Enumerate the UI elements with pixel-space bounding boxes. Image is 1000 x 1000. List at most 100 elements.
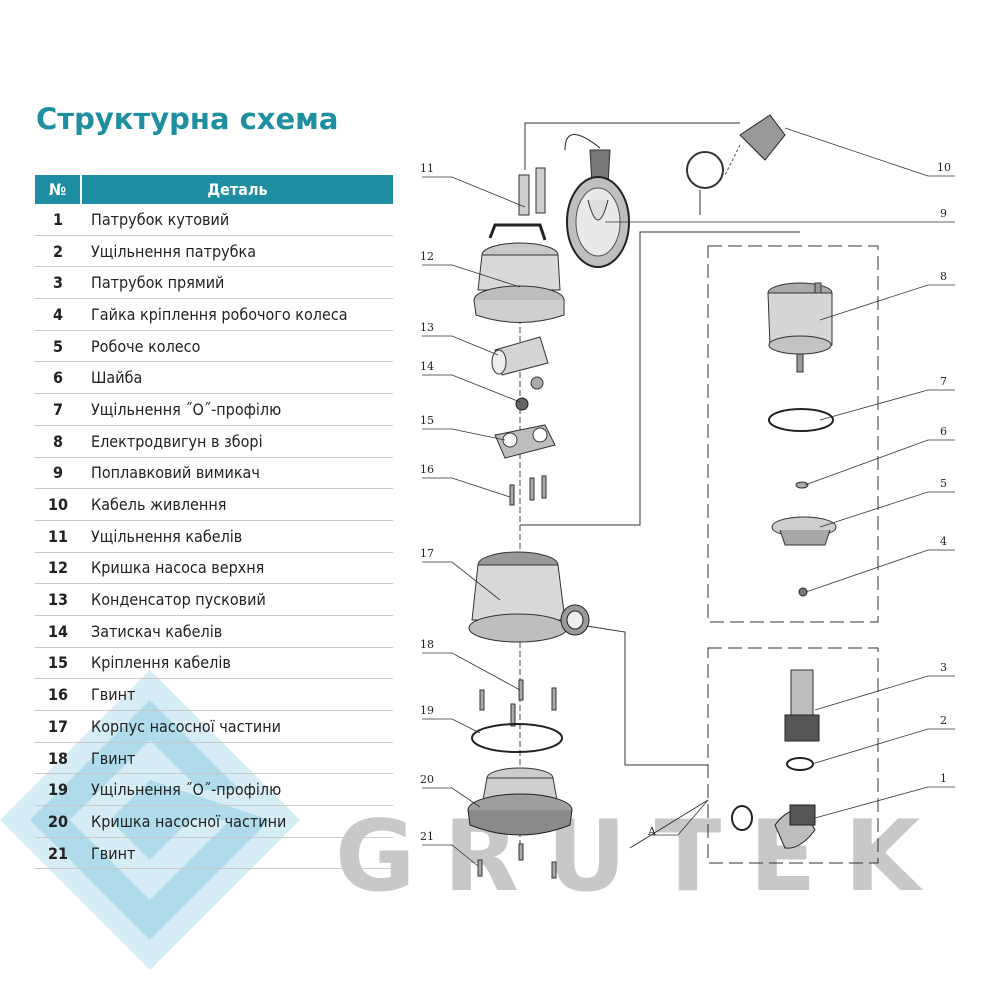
o-ring-7-part <box>768 408 834 432</box>
row-number: 13 <box>35 583 81 616</box>
row-part-name: Шайба <box>81 361 393 395</box>
pump-housing-part <box>468 551 590 643</box>
row-number: 9 <box>35 457 81 490</box>
row-number: 14 <box>35 615 81 648</box>
label-4: 4 <box>940 535 947 548</box>
label-21: 21 <box>420 830 434 843</box>
header-part: Деталь <box>81 175 393 204</box>
label-2: 2 <box>940 714 947 727</box>
row-part-name: Робоче колесо <box>81 330 393 363</box>
label-15: 15 <box>420 414 434 427</box>
row-part-name: Ущільнення ˝О˝-профілю <box>81 393 393 426</box>
power-plug-part <box>686 114 786 215</box>
cable-mount-part <box>494 424 556 459</box>
label-14: 14 <box>420 360 434 373</box>
row-number: 21 <box>35 837 81 870</box>
pipe-seal-part <box>786 757 814 771</box>
screws-21-part <box>477 843 557 879</box>
row-part-name: Кришка насосної частини <box>81 805 393 838</box>
row-number: 3 <box>35 266 81 300</box>
label-19: 19 <box>420 704 434 717</box>
row-number: 20 <box>35 805 81 838</box>
row-part-name: Патрубок прямий <box>81 266 393 300</box>
top-cover-part <box>473 223 565 323</box>
row-number: 1 <box>35 204 81 236</box>
screws-16-part <box>509 475 547 506</box>
cable-seal-part <box>518 167 546 216</box>
screws-18-part <box>479 679 557 727</box>
row-number: 8 <box>35 425 81 458</box>
row-part-name: Гвинт <box>81 678 393 711</box>
row-part-name: Ущільнення кабелів <box>81 520 393 553</box>
capacitor-part <box>491 336 549 376</box>
row-part-name: Гвинт <box>81 742 393 775</box>
row-number: 16 <box>35 678 81 711</box>
o-ring-19-part <box>471 723 563 753</box>
row-number: 2 <box>35 235 81 268</box>
label-13: 13 <box>420 321 434 334</box>
row-number: 4 <box>35 298 81 331</box>
header-number: № <box>35 175 82 204</box>
label-8: 8 <box>940 270 947 283</box>
row-number: 18 <box>35 742 81 775</box>
table-header-row: № Деталь <box>35 175 393 204</box>
label-12: 12 <box>420 250 434 263</box>
label-1: 1 <box>940 772 947 785</box>
float-switch-part <box>564 134 630 268</box>
label-6: 6 <box>940 425 947 438</box>
label-10: 10 <box>937 161 951 174</box>
row-part-name: Гвинт <box>81 837 393 870</box>
row-part-name: Конденсатор пусковий <box>81 583 393 616</box>
bottom-cover-part <box>467 767 573 836</box>
row-part-name: Гайка кріплення робочого колеса <box>81 298 393 331</box>
row-number: 17 <box>35 710 81 743</box>
brand-watermark: GRUTEK <box>335 800 949 914</box>
label-5: 5 <box>940 477 947 490</box>
row-number: 15 <box>35 647 81 680</box>
row-part-name: Ущільнення ˝О˝-профілю <box>81 773 393 807</box>
label-18: 18 <box>420 638 434 651</box>
row-part-name: Патрубок кутовий <box>81 204 393 236</box>
label-16: 16 <box>420 463 434 476</box>
label-3: 3 <box>940 661 947 674</box>
label-9: 9 <box>940 207 947 220</box>
row-number: 7 <box>35 393 81 426</box>
row-number: 19 <box>35 773 81 807</box>
label-A: A <box>647 825 657 838</box>
row-number: 6 <box>35 361 81 395</box>
cable-clamp-part <box>515 376 544 411</box>
row-part-name: Затискач кабелів <box>81 615 393 648</box>
row-part-name: Електродвигун в зборі <box>81 425 393 458</box>
impeller-part <box>771 516 837 546</box>
row-part-name: Ущільнення патрубка <box>81 235 393 268</box>
row-part-name: Поплавковий вимикач <box>81 457 393 490</box>
page-title: Структурна схема <box>36 102 339 136</box>
row-part-name: Кабель живлення <box>81 488 393 521</box>
row-number: 5 <box>35 330 81 363</box>
label-11: 11 <box>420 162 434 175</box>
row-part-name: Кришка насоса верхня <box>81 552 393 585</box>
elbow-pipe-part <box>731 804 816 849</box>
row-number: 12 <box>35 552 81 585</box>
